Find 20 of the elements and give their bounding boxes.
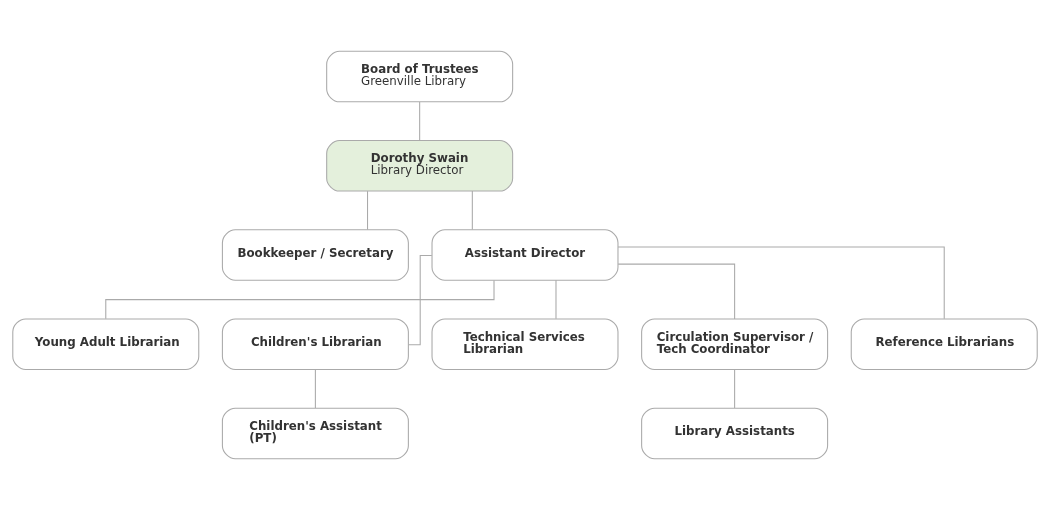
node-box: Young Adult Librarian — [12, 318, 200, 370]
connector — [105, 279, 495, 320]
connector — [367, 190, 369, 231]
node-box: Reference Librarians — [850, 318, 1038, 370]
node-box: Bookkeeper / Secretary — [221, 229, 409, 281]
node-box: Circulation Supervisor / Tech Coordinator — [641, 318, 829, 370]
connector — [471, 190, 473, 231]
connector — [555, 279, 557, 320]
node-box: Library Assistants — [641, 407, 829, 460]
node-box: Children's Assistant (PT) — [221, 407, 409, 460]
connector — [617, 246, 945, 320]
node-box: Children's Librarian — [221, 318, 409, 370]
connector — [314, 369, 316, 409]
node-box: Technical Services Librarian — [431, 318, 619, 370]
node-box: Board of Trustees Greenville Library — [326, 50, 514, 103]
connector — [734, 369, 736, 409]
connector — [617, 263, 736, 320]
connector — [419, 101, 421, 141]
node-box: Dorothy Swain Library Director — [326, 140, 514, 192]
node-box: Assistant Director — [431, 229, 619, 281]
